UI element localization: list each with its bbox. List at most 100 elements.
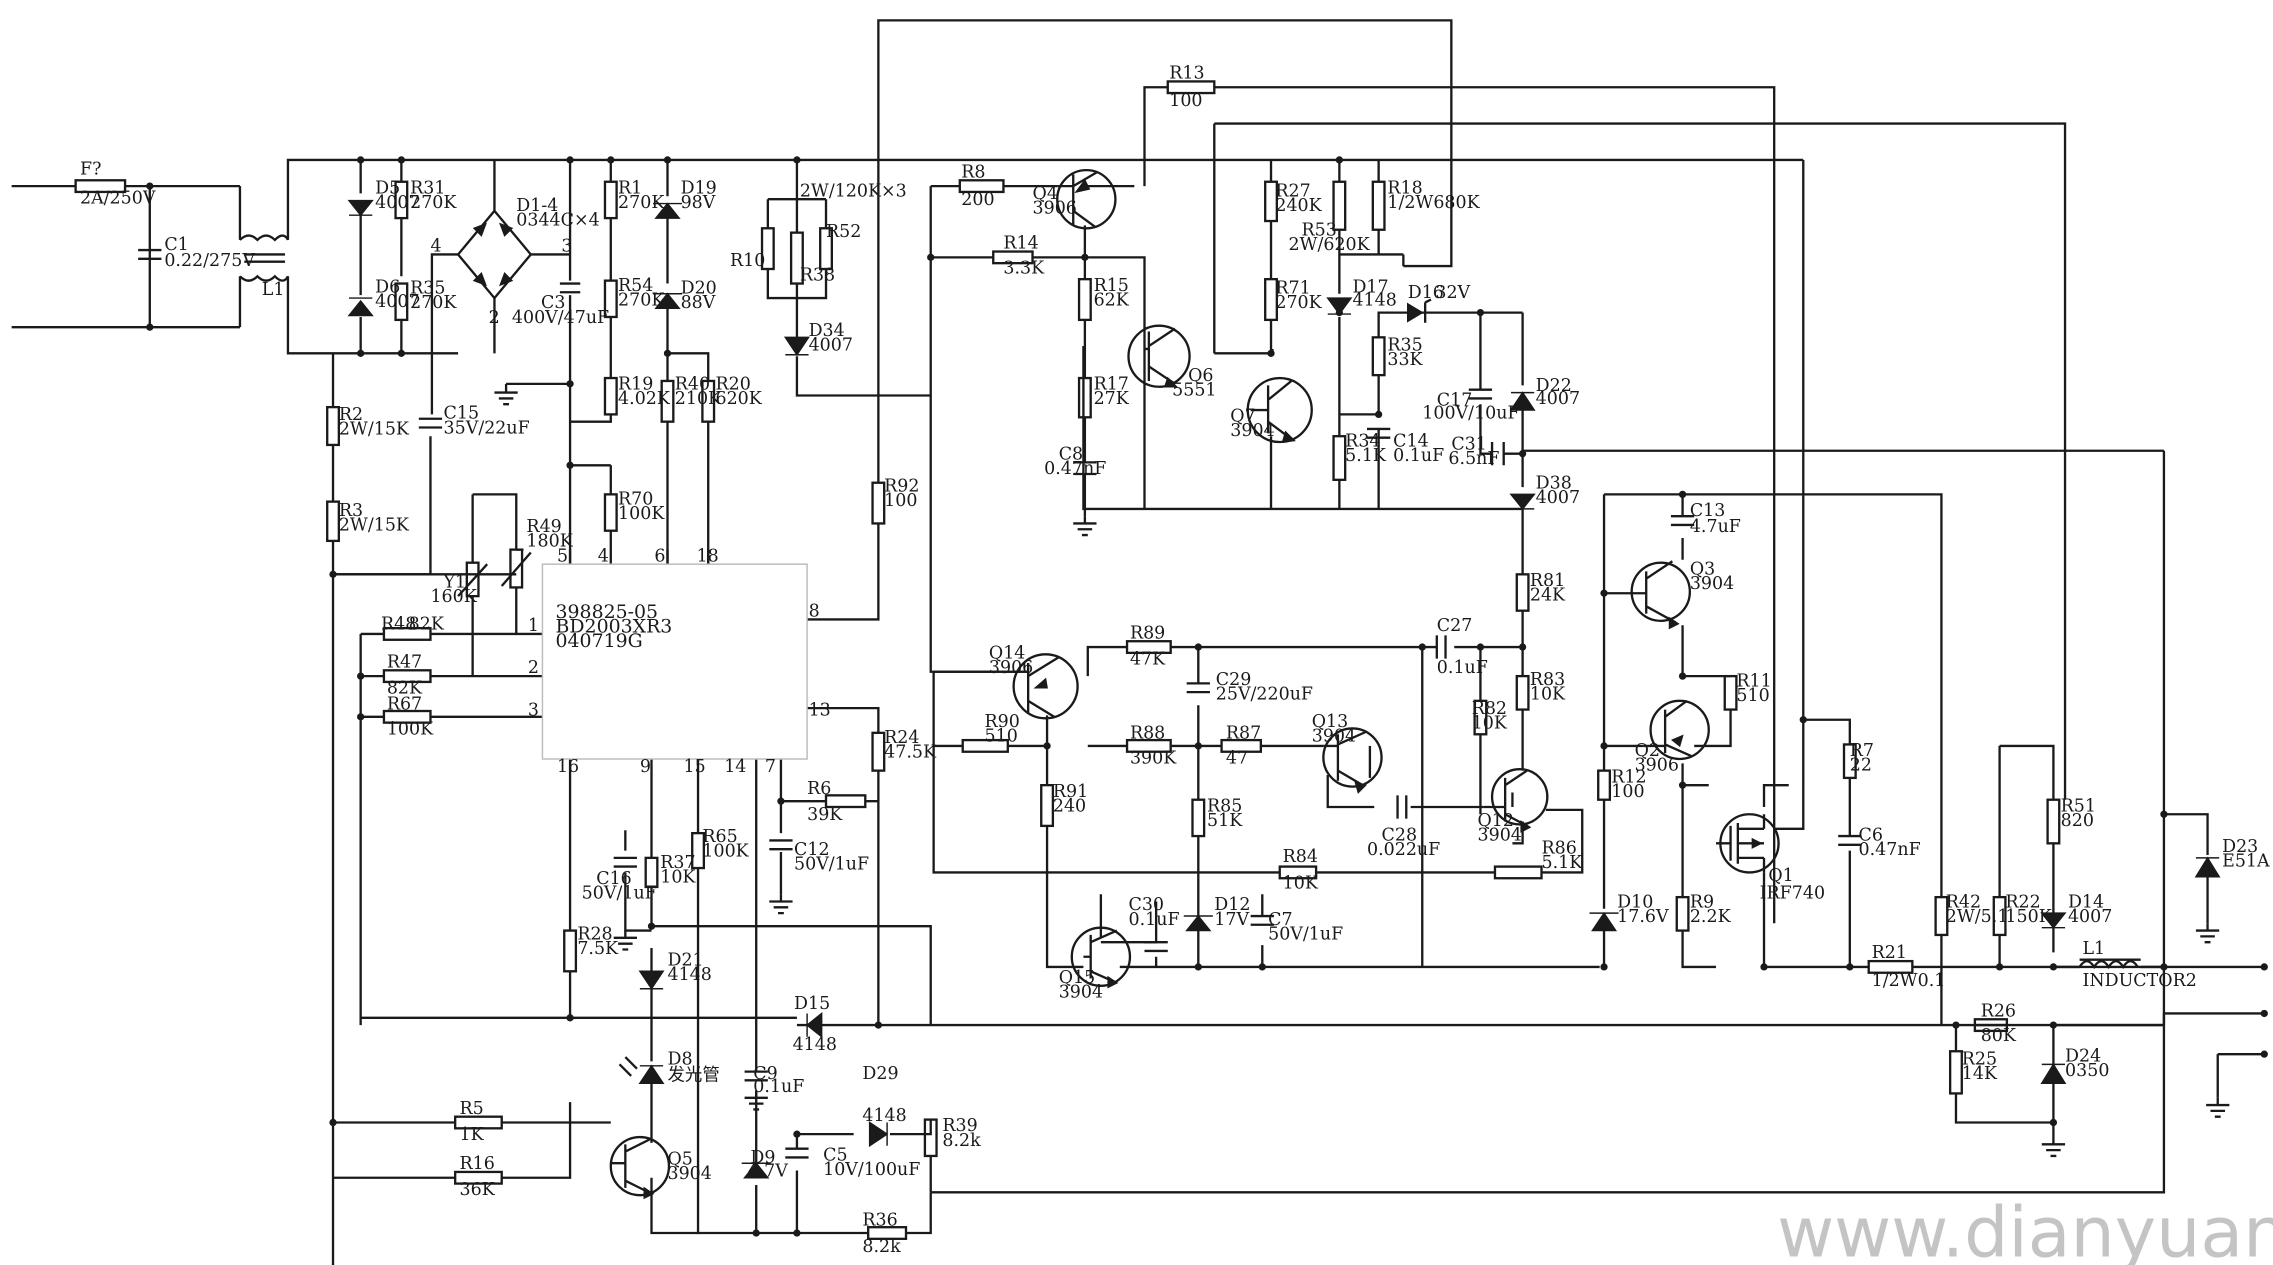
component-label: 3906	[1033, 199, 1077, 219]
component-label: D29	[862, 1064, 898, 1084]
resistor-R82	[1473, 699, 1488, 736]
capacitor-C6	[1838, 834, 1862, 846]
component-label: 3904	[1312, 727, 1356, 747]
component-label: 3906	[1635, 756, 1679, 776]
component-label: 4148	[668, 965, 712, 985]
resistor-R54	[603, 279, 618, 319]
component-label: R22	[2005, 892, 2040, 912]
component-label: 3904	[668, 1164, 712, 1184]
component-label: C28	[1382, 825, 1418, 845]
component-label: 8.2k	[862, 1237, 901, 1257]
resistor-R25	[1948, 1050, 1963, 1095]
component-label: R42	[1946, 892, 1981, 912]
resistor-R22	[1992, 895, 2007, 937]
component-label: 0.47nF	[1859, 840, 1921, 860]
component-label: R37	[660, 853, 695, 873]
component-label: 14K	[1962, 1064, 1998, 1084]
component-label: R83	[1530, 670, 1565, 690]
component-label: 82K	[387, 679, 423, 699]
transistor-Q6	[1127, 324, 1191, 388]
component-label: 270K	[1275, 293, 1322, 313]
ic-pin: 7	[765, 757, 776, 777]
component-label: 88V	[681, 293, 716, 313]
component-label: 270K	[618, 290, 665, 310]
component-label: 390K	[1130, 748, 1177, 768]
resistor-R92	[871, 481, 886, 525]
component-label: R21	[1872, 943, 1907, 963]
resistor-R40	[660, 379, 675, 423]
diode-D5	[347, 199, 374, 217]
bridge-D1-4	[472, 222, 514, 287]
component-label: R70	[618, 490, 653, 510]
component-label: R35	[1387, 335, 1422, 355]
zener-D9	[741, 1162, 771, 1179]
component-label: Q12	[1478, 811, 1514, 831]
ground-7	[2041, 1137, 2066, 1158]
resistor-R16	[454, 1170, 503, 1185]
capacitor-C30	[1144, 941, 1168, 953]
ic-pin: 16	[557, 757, 579, 777]
component-label: 50V/1uF	[794, 855, 869, 875]
component-label: R24	[884, 728, 919, 748]
component-label: R8	[961, 162, 985, 182]
component-label: D15	[794, 994, 830, 1014]
component-label: INDUCTOR2	[2082, 971, 2196, 991]
ic-body	[541, 563, 808, 760]
component-label: R3	[339, 501, 363, 521]
component-label: R18	[1387, 178, 1422, 198]
component-label: 6.5nF	[1448, 449, 1499, 469]
component-label: R28	[577, 924, 612, 944]
transistor-Q14	[1012, 653, 1079, 720]
component-label: 400V/47uF	[512, 308, 609, 328]
capacitor-C14	[1366, 427, 1391, 439]
capacitor-C15	[418, 417, 443, 429]
resistor-R48	[382, 626, 432, 641]
component-label: 4007	[375, 292, 419, 312]
component-label: Q4	[1033, 184, 1058, 204]
ic-pin: 6	[654, 546, 665, 566]
resistor-R24	[871, 731, 886, 772]
resistor-R26	[1973, 1018, 2009, 1033]
ic-pin: 18	[697, 546, 719, 566]
capacitor-C1	[138, 248, 162, 260]
component-label: Q3	[1690, 559, 1715, 579]
resistor-R2	[326, 405, 341, 447]
component-label: F?	[80, 159, 101, 179]
resistor-R14	[992, 250, 1034, 265]
component-label: R5	[460, 1099, 484, 1119]
component-label: D34	[809, 321, 845, 341]
transistor-Q12	[1490, 768, 1549, 826]
resistor-R42	[1934, 895, 1949, 937]
ic-label-line1: 398825-05	[556, 601, 659, 623]
resistor-R7	[1842, 743, 1857, 780]
resistor-R21	[1867, 959, 1914, 974]
labels: 398825-05 BD2003XR3 040719G 1 2 3 4 5 6 …	[80, 64, 2273, 1265]
component-label: 100K	[702, 841, 749, 861]
component-label: C15	[444, 404, 480, 424]
diode-D29	[868, 1121, 889, 1148]
transistor-Q3	[1630, 561, 1692, 623]
transistor-Q5	[609, 1135, 671, 1197]
component-label: 27K	[1094, 389, 1130, 409]
components	[74, 80, 2268, 1240]
component-label: 510	[985, 727, 1018, 747]
